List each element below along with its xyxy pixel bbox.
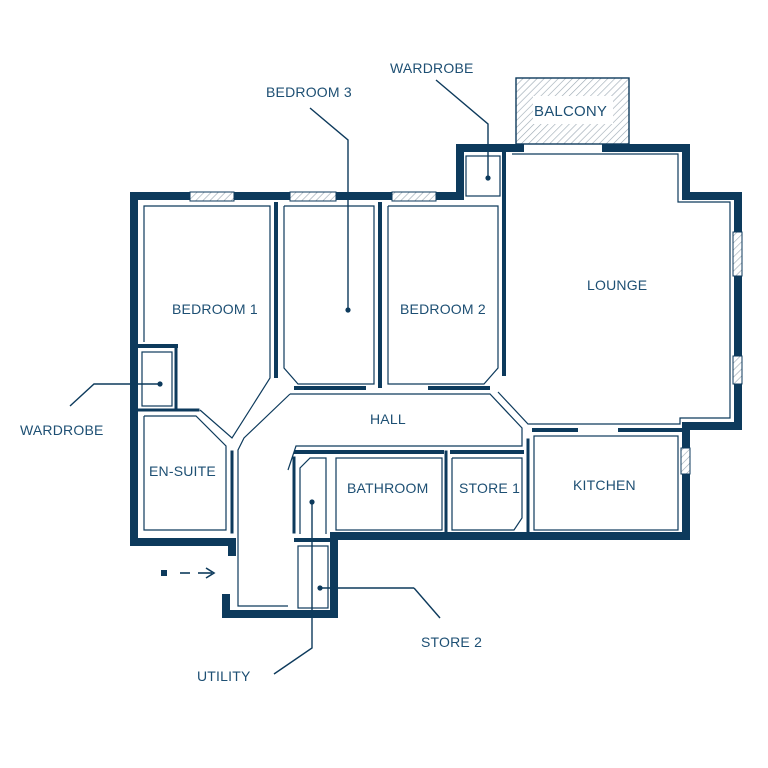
window-lounge-upper xyxy=(732,231,743,277)
window-bedroom2 xyxy=(391,191,437,202)
window-lounge-lower xyxy=(732,355,743,385)
partition-walls xyxy=(136,150,684,542)
leader-dot-store2 xyxy=(317,585,323,591)
leader-dot-bedroom3 xyxy=(345,307,351,313)
leader-dot-wardrobe-left xyxy=(157,381,163,387)
label-balcony: BALCONY xyxy=(534,103,607,120)
window-bedroom3 xyxy=(289,191,337,202)
room-outlines xyxy=(141,153,731,609)
label-store2: STORE 2 xyxy=(421,634,482,650)
label-lounge: LOUNGE xyxy=(587,277,647,293)
label-bedroom3: BEDROOM 3 xyxy=(266,84,352,100)
dashed-arrow-right-icon xyxy=(161,567,216,579)
window-kitchen xyxy=(680,447,691,475)
label-wardrobe-left: WARDROBE xyxy=(20,422,104,438)
label-hall: HALL xyxy=(370,411,406,427)
label-bedroom2: BEDROOM 2 xyxy=(400,301,486,317)
outer-walls xyxy=(130,144,742,618)
label-utility: UTILITY xyxy=(197,668,251,684)
label-bedroom1: BEDROOM 1 xyxy=(172,301,258,317)
label-wardrobe-top: WARDROBE xyxy=(390,60,474,76)
label-ensuite: EN-SUITE xyxy=(149,463,216,479)
window-bedroom1 xyxy=(189,191,235,202)
leader-dot-utility xyxy=(309,499,315,505)
label-kitchen: KITCHEN xyxy=(573,477,636,493)
label-bathroom: BATHROOM xyxy=(347,480,428,496)
label-store1: STORE 1 xyxy=(459,480,520,496)
leader-dot-wardrobe-top xyxy=(485,175,491,181)
leader-lines xyxy=(69,79,489,675)
